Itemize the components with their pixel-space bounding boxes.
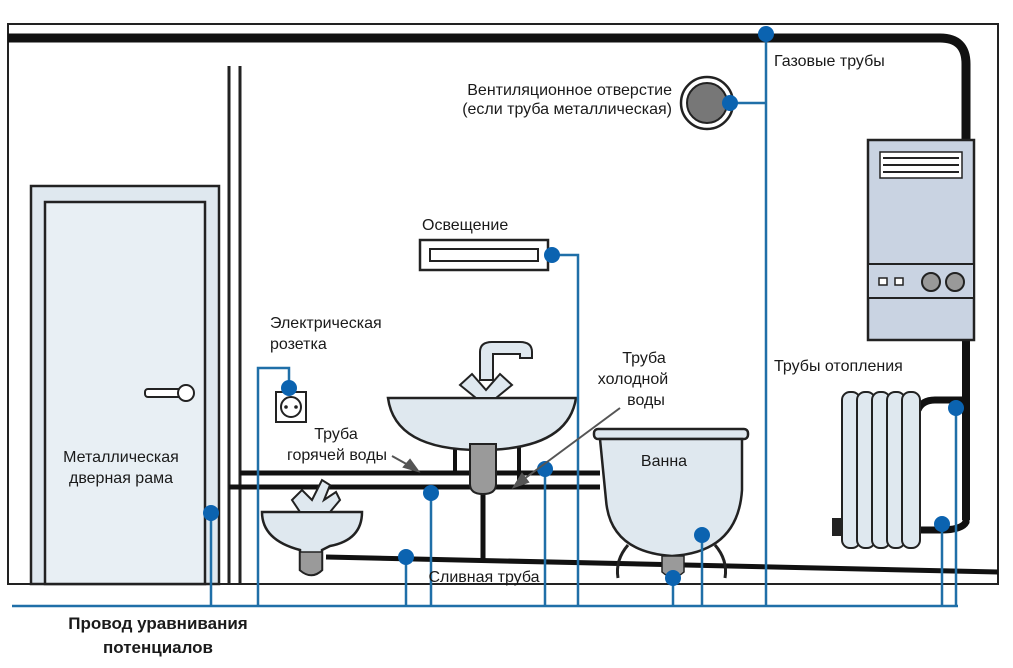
door-handle: [144, 384, 195, 402]
label-socket-line1: Электрическая: [270, 315, 382, 332]
label-heating: Трубы отопления: [774, 358, 903, 375]
label-bonding-wire-line2: потенциалов: [103, 638, 213, 657]
metal-door-frame: [29, 184, 221, 586]
label-bonding-wire-line1: Провод уравнивания: [68, 614, 247, 633]
bonding-points: [203, 26, 964, 586]
label-cold-line1: Труба: [622, 350, 666, 367]
label-bath: Ванна: [641, 453, 687, 470]
electrical-socket: [275, 391, 307, 423]
label-hot-line1: Труба: [314, 426, 358, 443]
label-drain: Сливная труба: [428, 569, 539, 586]
bond-point-door: [203, 505, 219, 521]
bond-point-cold-pipe: [537, 461, 553, 477]
bond-point-vent: [722, 95, 738, 111]
wire-socket: [256, 366, 291, 606]
basin-tap: [479, 341, 533, 381]
bond-point-heating-low: [934, 516, 950, 532]
gas-pipe: [8, 33, 971, 146]
label-socket-line2: розетка: [270, 336, 327, 353]
gas-boiler: [866, 138, 976, 520]
bond-point-light: [544, 247, 560, 263]
bond-point-gas: [758, 26, 774, 42]
vent-opening: [679, 75, 735, 131]
label-door-line2: дверная рама: [69, 470, 173, 487]
wire-light: [552, 253, 580, 606]
label-hot-line2: горячей воды: [287, 447, 387, 464]
label-vent-line2: (если труба металлическая): [462, 101, 672, 118]
tap-handle-icon: [458, 372, 514, 399]
bonding-wires: [12, 34, 958, 608]
bond-point-heating-high: [948, 400, 964, 416]
room-outline: [7, 23, 999, 585]
bidet: [260, 478, 364, 577]
bond-point-socket: [281, 380, 297, 396]
light-fixture: [418, 238, 550, 272]
label-vent-line1: Вентиляционное отверстие: [467, 82, 672, 99]
bond-point-bath: [694, 527, 710, 543]
label-cold-line3: воды: [627, 392, 665, 409]
bidet-tap-icon: [290, 478, 342, 513]
bond-point-hot-pipe: [423, 485, 439, 501]
washbasin: [386, 341, 578, 496]
label-lighting: Освещение: [422, 217, 508, 234]
leader-arrows: [391, 407, 621, 489]
label-door-line1: Металлическая: [63, 449, 179, 466]
bathtub: [592, 427, 750, 579]
radiator: [832, 391, 921, 549]
bond-point-bath-drain: [665, 570, 681, 586]
label-cold-line2: холодной: [598, 371, 668, 388]
bond-point-drain: [398, 549, 414, 565]
label-gas-pipes: Газовые трубы: [774, 53, 885, 70]
